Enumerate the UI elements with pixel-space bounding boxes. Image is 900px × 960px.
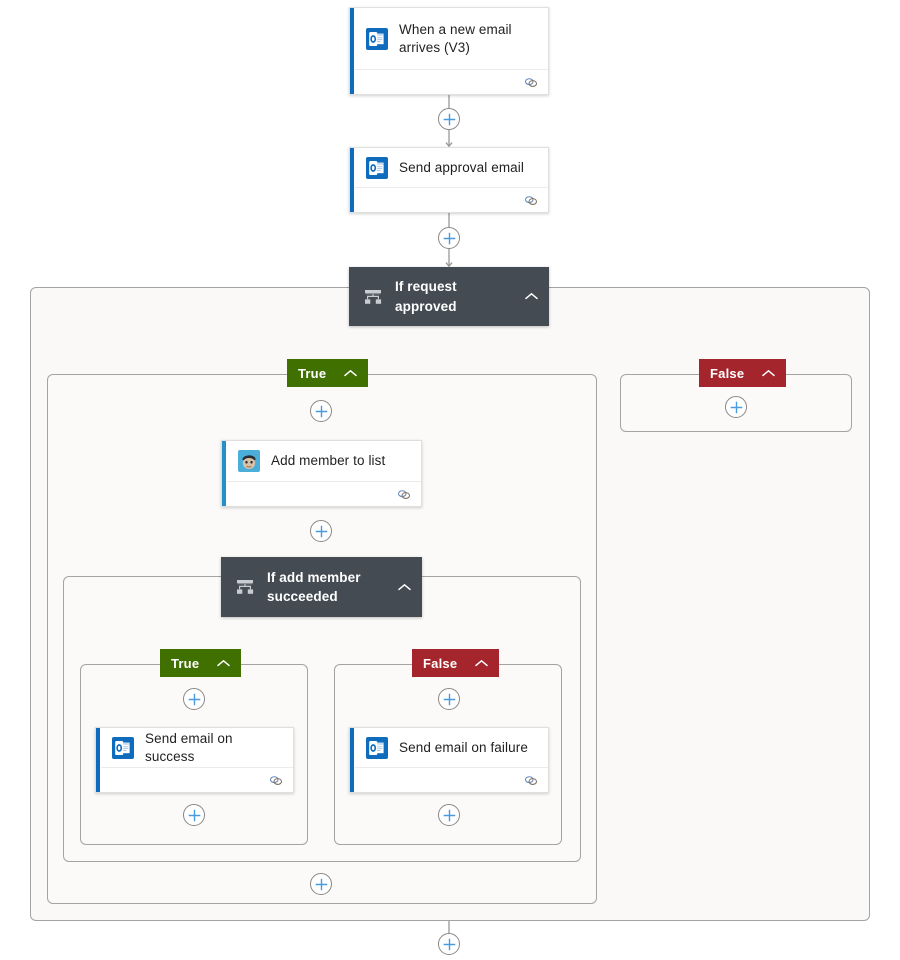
add-step-in-false-branch[interactable] xyxy=(725,396,747,418)
add-step-after-trigger[interactable] xyxy=(438,108,460,130)
card-when-a-new-email-arrives[interactable]: When a new email arrives (V3) xyxy=(349,7,549,95)
connector-link-icon[interactable] xyxy=(524,77,538,88)
card-footer xyxy=(355,187,548,212)
card-accent-bar xyxy=(222,441,226,506)
card-title: Send approval email xyxy=(399,159,524,175)
card-header: Send email on failure xyxy=(350,728,548,767)
branch-badge-inner-true[interactable]: True xyxy=(160,649,242,677)
add-step-in-inner-true-branch[interactable] xyxy=(183,688,205,710)
mailchimp-icon xyxy=(238,450,260,472)
plus-icon xyxy=(188,693,200,705)
connector-link-icon[interactable] xyxy=(524,195,538,206)
card-send-email-on-success[interactable]: Send email on success xyxy=(95,727,294,793)
card-footer xyxy=(101,767,293,792)
plus-icon xyxy=(730,401,742,413)
add-step-after-send-email-on-failure[interactable] xyxy=(438,804,460,826)
plus-icon xyxy=(443,809,455,821)
add-step-in-inner-false-branch[interactable] xyxy=(438,688,460,710)
plus-icon xyxy=(443,693,455,705)
connector-link-icon[interactable] xyxy=(269,775,283,786)
plus-icon xyxy=(315,525,327,537)
chevron-up-icon[interactable] xyxy=(216,659,231,668)
add-step-end-of-flow[interactable] xyxy=(438,933,460,955)
card-accent-bar xyxy=(350,148,354,212)
card-title: Send email on success xyxy=(145,730,233,764)
card-accent-bar xyxy=(350,728,354,792)
card-footer xyxy=(227,481,421,506)
card-footer xyxy=(355,69,548,94)
card-accent-bar xyxy=(350,8,354,94)
outlook-icon xyxy=(366,736,388,759)
branch-label: False xyxy=(423,655,458,671)
branch-label: False xyxy=(710,365,745,381)
plus-icon xyxy=(443,232,455,244)
card-title: If add member succeeded xyxy=(267,569,361,604)
add-step-after-send-approval-email[interactable] xyxy=(438,227,460,249)
card-footer xyxy=(355,767,548,792)
outlook-icon xyxy=(112,736,134,759)
outlook-icon xyxy=(366,27,388,50)
condition-branch-icon xyxy=(237,580,254,594)
condition-branch-icon xyxy=(365,289,382,304)
chevron-up-icon[interactable] xyxy=(397,583,412,592)
branch-label: True xyxy=(298,365,327,381)
chevron-up-icon[interactable] xyxy=(474,659,489,668)
card-header: Send approval email xyxy=(350,148,548,187)
plus-icon xyxy=(315,405,327,417)
chevron-up-icon[interactable] xyxy=(343,369,358,378)
card-title: Add member to list xyxy=(271,453,386,469)
add-step-after-send-email-on-success[interactable] xyxy=(183,804,205,826)
card-accent-bar xyxy=(96,728,100,792)
card-header: Add member to list xyxy=(222,441,421,481)
branch-label: True xyxy=(171,655,200,671)
card-send-approval-email[interactable]: Send approval email xyxy=(349,147,549,213)
card-title: When a new email arrives (V3) xyxy=(399,21,512,55)
card-header: Send email on success xyxy=(96,728,293,767)
plus-icon xyxy=(443,938,455,950)
card-if-request-approved[interactable]: If request approved xyxy=(349,267,549,326)
card-header: When a new email arrives (V3) xyxy=(350,8,548,69)
plus-icon xyxy=(315,878,327,890)
plus-icon xyxy=(443,113,455,125)
chevron-up-icon[interactable] xyxy=(761,369,776,378)
connector-link-icon[interactable] xyxy=(397,489,411,500)
card-add-member-to-list[interactable]: Add member to list xyxy=(221,440,422,507)
connector-link-icon[interactable] xyxy=(524,775,538,786)
card-title: If request approved xyxy=(395,279,457,314)
add-step-after-add-member-to-list[interactable] xyxy=(310,520,332,542)
plus-icon xyxy=(188,809,200,821)
branch-badge-outer-false[interactable]: False xyxy=(699,359,787,387)
card-send-email-on-failure[interactable]: Send email on failure xyxy=(349,727,549,793)
card-if-add-member-succeeded[interactable]: If add member succeeded xyxy=(221,557,422,617)
branch-badge-inner-false[interactable]: False xyxy=(412,649,500,677)
chevron-up-icon[interactable] xyxy=(524,292,539,301)
add-step-in-true-branch[interactable] xyxy=(310,400,332,422)
add-step-end-of-true-branch[interactable] xyxy=(310,873,332,895)
card-title: Send email on failure xyxy=(399,739,528,755)
outlook-icon xyxy=(366,156,388,179)
branch-badge-outer-true[interactable]: True xyxy=(287,359,369,387)
